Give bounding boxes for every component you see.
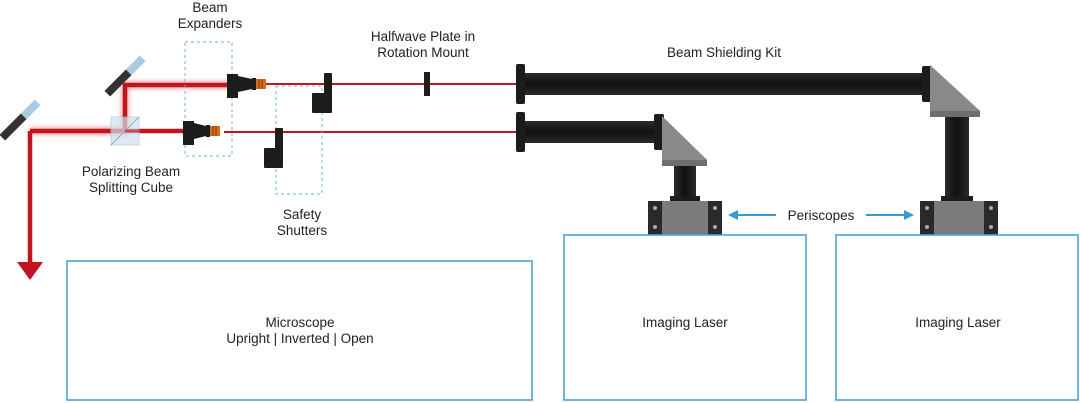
beam-expander-icon: [183, 121, 220, 145]
safety-shutter-icon: [264, 128, 283, 168]
microscope-label-line2: Upright | Inverted | Open: [226, 331, 373, 346]
arrow-right-icon: [904, 210, 914, 220]
halfwave-plate-icon: [424, 72, 430, 96]
microscope-label-line1: Microscope: [265, 315, 334, 330]
safety-shutter-icon: [312, 73, 332, 113]
polarizing-cube-label-line2: Splitting Cube: [89, 180, 173, 195]
imaging-laser-label-1: Imaging Laser: [642, 315, 728, 330]
halfwave-plate-label-line1: Halfwave Plate in: [371, 29, 475, 44]
beam-output-arrow-icon: [17, 262, 43, 280]
arrow-left-icon: [728, 210, 738, 220]
polarizing-cube-icon: [110, 116, 140, 146]
polarizing-cube-label-line1: Polarizing Beam: [82, 164, 180, 179]
beam-expander-icon: [227, 74, 266, 98]
imaging-laser-box-1: [563, 234, 807, 401]
periscope-icon: [648, 116, 722, 235]
beam-expanders-label-line2: Expanders: [178, 16, 243, 31]
microscope-box: [66, 260, 533, 401]
mirror-icon: [0, 99, 41, 141]
expanders-bracket: [184, 41, 233, 157]
beam-shielding-label: Beam Shielding Kit: [667, 45, 781, 60]
beam-shielding-tube: [516, 64, 932, 152]
periscope-icon: [920, 65, 998, 235]
safety-shutters-label-line2: Shutters: [277, 223, 328, 238]
halfwave-plate-label-line2: Rotation Mount: [377, 45, 469, 60]
periscopes-arrows: [728, 210, 914, 220]
beam-expanders-label-line1: Beam: [192, 0, 227, 15]
mirror-icon: [104, 55, 146, 97]
imaging-laser-label-2: Imaging Laser: [915, 315, 1001, 330]
imaging-laser-box-2: [835, 234, 1079, 401]
periscopes-label: Periscopes: [788, 208, 855, 223]
safety-shutters-label-line1: Safety: [283, 207, 322, 222]
